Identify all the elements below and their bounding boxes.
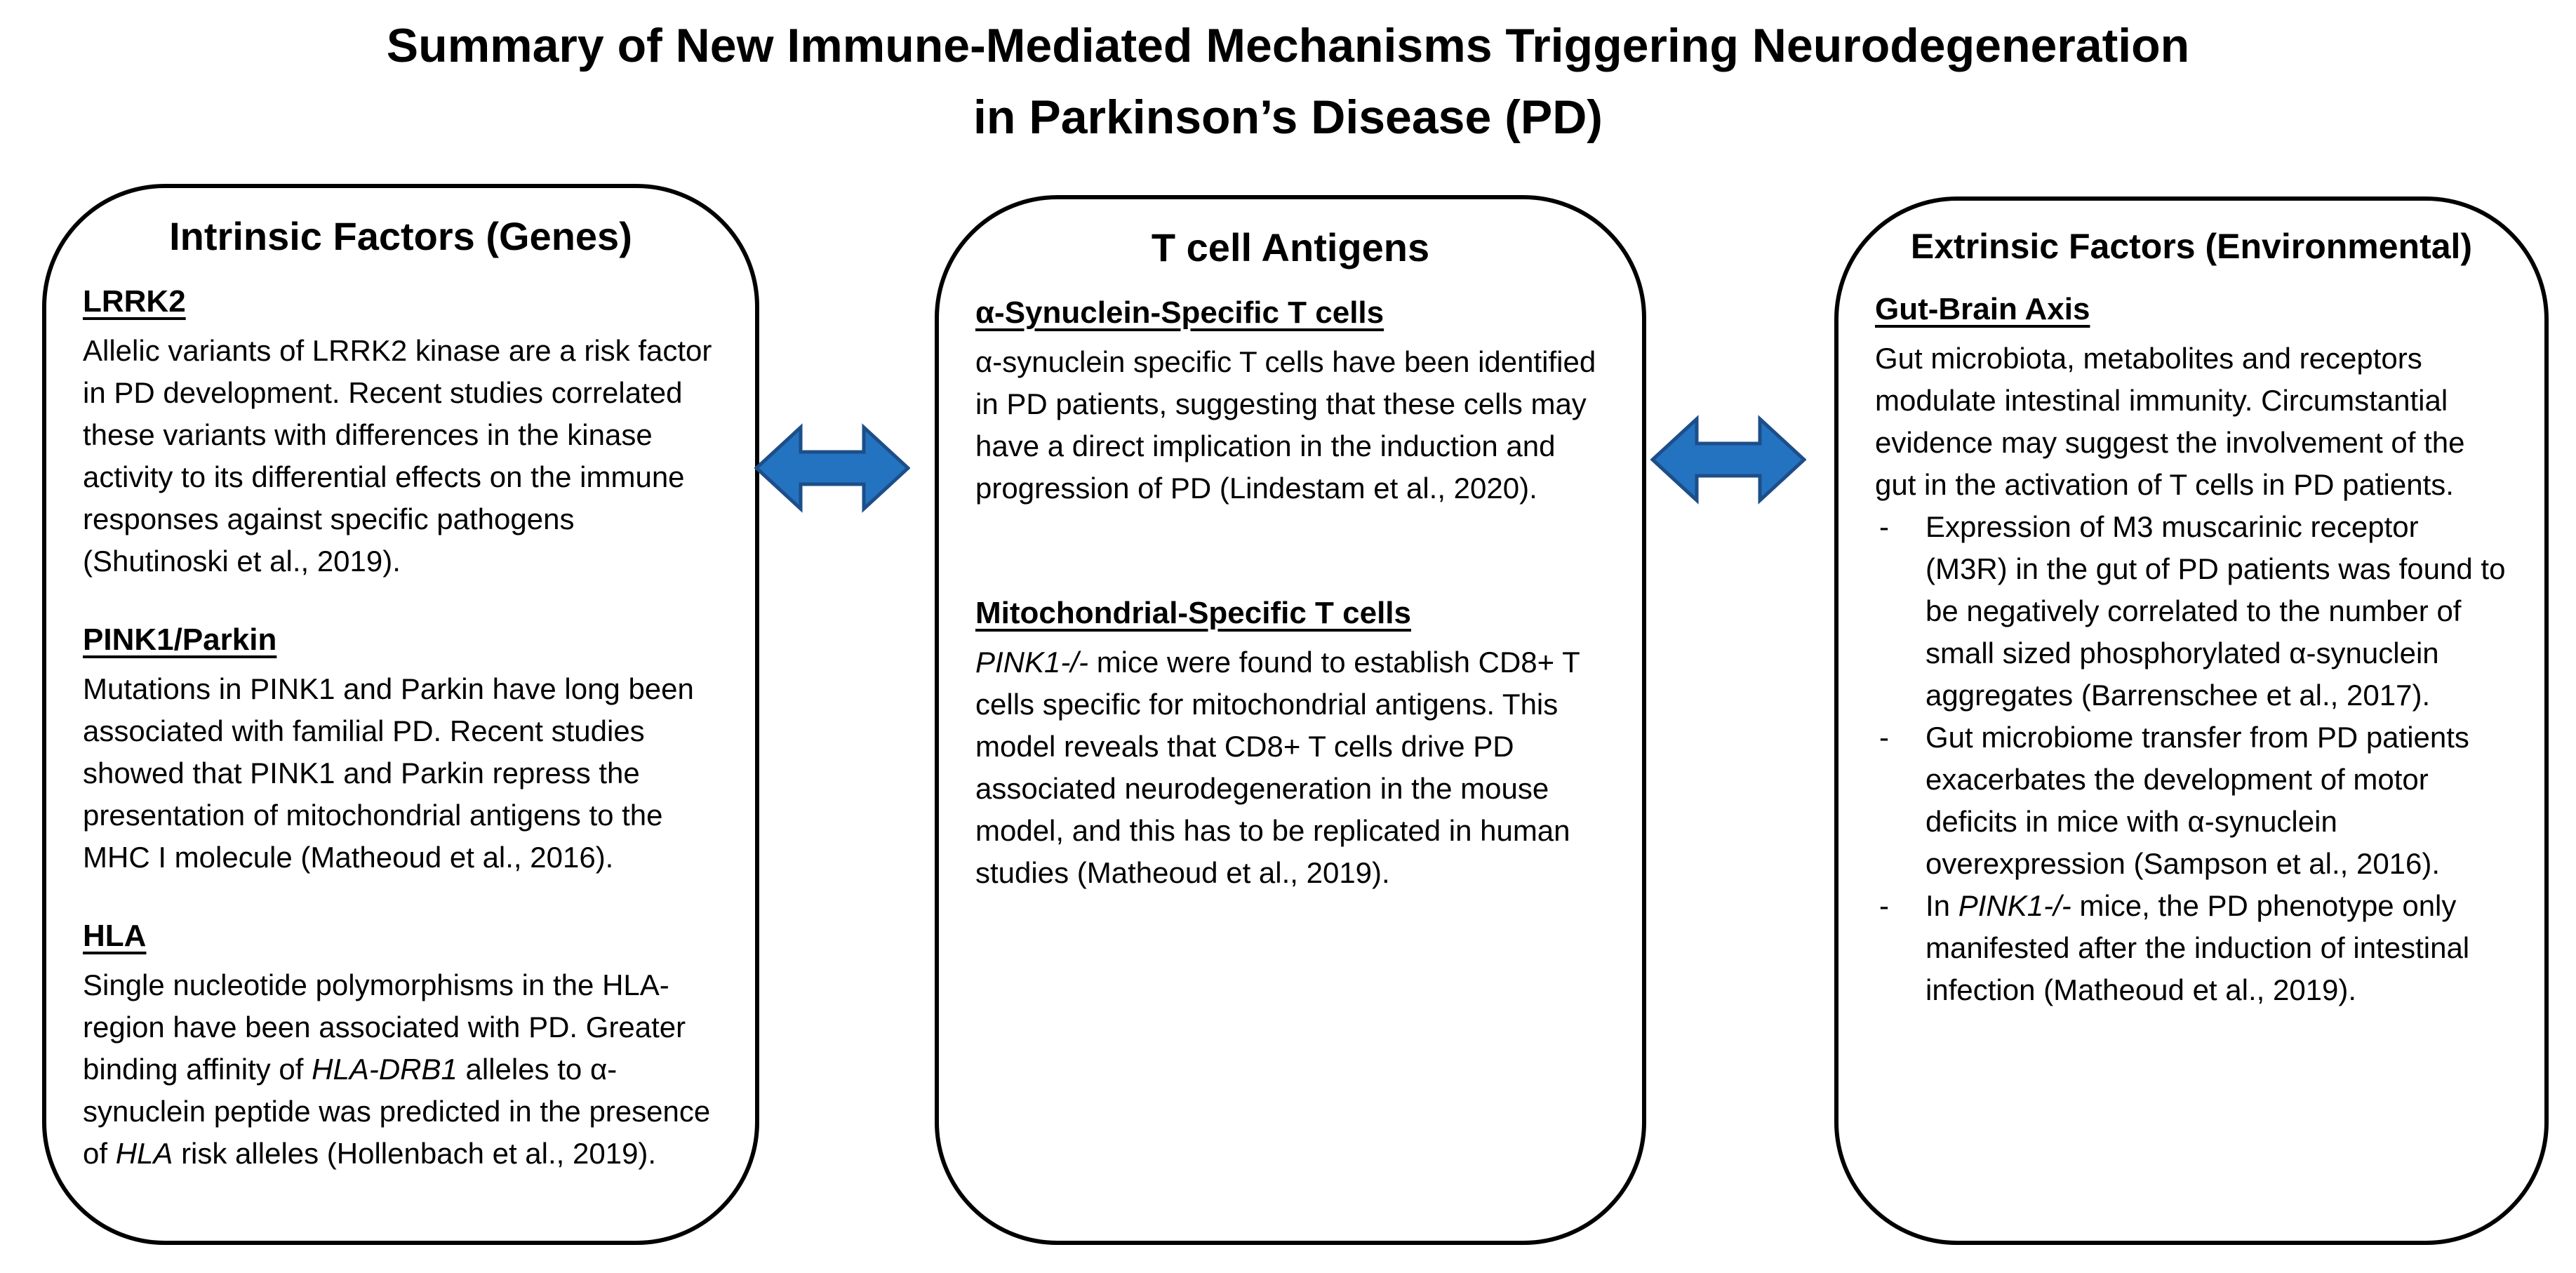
section-mitochondrial-t-cells: Mitochondrial-Specific T cells PINK1-/- … — [975, 592, 1606, 894]
bullet-item-pink1-infection: - In PINK1-/- mice, the PD phenotype onl… — [1875, 885, 2508, 1011]
subheading-mitochondrial-t-cells: Mitochondrial-Specific T cells — [975, 596, 1412, 630]
section-alpha-synuclein-t-cells: α-Synuclein-Specific T cells α-synuclein… — [975, 292, 1606, 509]
box-intrinsic-factors: Intrinsic Factors (Genes) LRRK2 Allelic … — [42, 184, 759, 1245]
bullet-dash: - — [1879, 509, 1889, 543]
figure-title: Summary of New Immune-Mediated Mechanism… — [0, 10, 2576, 153]
section-gut-brain-axis: Gut-Brain Axis Gut microbiota, metabolit… — [1875, 288, 2508, 1011]
section-lrrk2: LRRK2 Allelic variants of LRRK2 kinase a… — [83, 281, 719, 582]
box-heading-intrinsic: Intrinsic Factors (Genes) — [169, 214, 632, 258]
gut-brain-bullet-list: - Expression of M3 muscarinic receptor (… — [1875, 506, 2508, 1011]
double-arrow-icon-right — [1650, 415, 1806, 505]
box-heading-tcell: T cell Antigens — [1151, 225, 1430, 269]
figure-title-line2: in Parkinson’s Disease (PD) — [973, 91, 1603, 144]
subheading-pink1-parkin: PINK1/Parkin — [83, 622, 277, 657]
subheading-hla: HLA — [83, 919, 147, 953]
paragraph-mitochondrial-t-cells: PINK1-/- mice were found to establish CD… — [975, 646, 1580, 889]
section-hla: HLA Single nucleotide polymorphisms in t… — [83, 915, 719, 1175]
bullet-text-m3r: Expression of M3 muscarinic receptor (M3… — [1926, 509, 2506, 712]
box-t-cell-antigens: T cell Antigens α-Synuclein-Specific T c… — [935, 195, 1646, 1245]
paragraph-lrrk2: Allelic variants of LRRK2 kinase are a r… — [83, 334, 712, 578]
subheading-gut-brain-axis: Gut-Brain Axis — [1875, 291, 2090, 326]
subheading-alpha-synuclein-t-cells: α-Synuclein-Specific T cells — [975, 295, 1384, 330]
bullet-item-m3r: - Expression of M3 muscarinic receptor (… — [1875, 506, 2508, 717]
box-extrinsic-factors: Extrinsic Factors (Environmental) Gut-Br… — [1834, 196, 2549, 1245]
bullet-text-microbiome-transfer: Gut microbiome transfer from PD patients… — [1926, 720, 2469, 880]
box-heading-extrinsic: Extrinsic Factors (Environmental) — [1910, 227, 2473, 266]
bullet-dash: - — [1879, 888, 1889, 922]
bullet-item-microbiome-transfer: - Gut microbiome transfer from PD patien… — [1875, 717, 2508, 885]
paragraph-alpha-synuclein-t-cells: α-synuclein specific T cells have been i… — [975, 345, 1596, 505]
bullet-dash: - — [1879, 720, 1889, 754]
bullet-text-pink1-infection: In PINK1-/- mice, the PD phenotype only … — [1926, 888, 2470, 1006]
paragraph-gut-brain-axis: Gut microbiota, metabolites and receptor… — [1875, 341, 2465, 501]
paragraph-hla: Single nucleotide polymorphisms in the H… — [83, 968, 711, 1170]
paragraph-pink1-parkin: Mutations in PINK1 and Parkin have long … — [83, 672, 694, 874]
section-pink1-parkin: PINK1/Parkin Mutations in PINK1 and Park… — [83, 619, 719, 879]
double-arrow-icon-left — [754, 423, 910, 513]
subheading-lrrk2: LRRK2 — [83, 284, 186, 319]
figure-title-line1: Summary of New Immune-Mediated Mechanism… — [386, 19, 2190, 72]
